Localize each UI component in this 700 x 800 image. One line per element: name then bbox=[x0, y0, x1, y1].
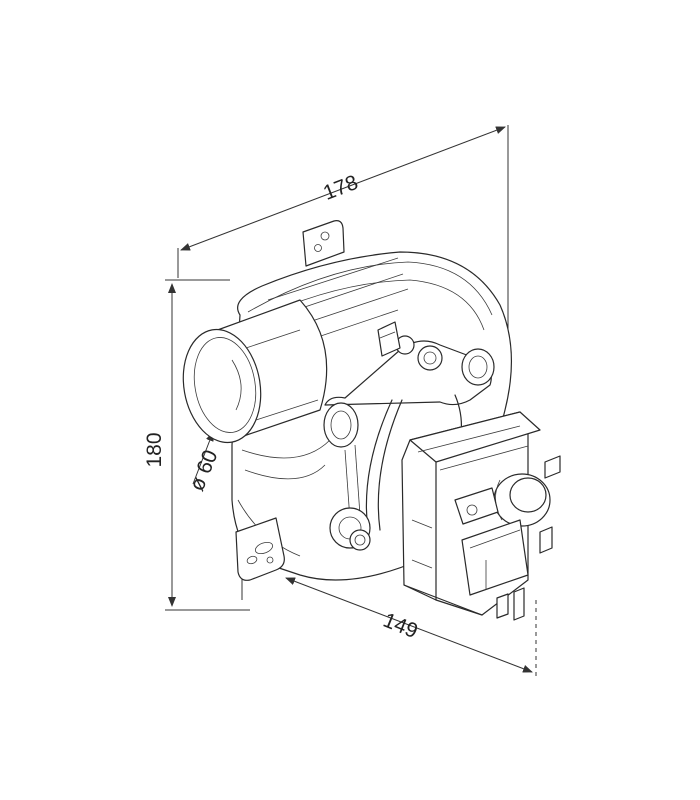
outlet-tube bbox=[182, 299, 328, 444]
extension-lines bbox=[165, 125, 537, 680]
motor-body bbox=[401, 411, 561, 621]
width-label: 178 bbox=[320, 171, 361, 205]
motor-bracket bbox=[323, 321, 495, 531]
depth-label: 149 bbox=[380, 609, 421, 643]
diameter-label: ø 60 bbox=[185, 447, 222, 495]
diameter-dimension bbox=[192, 431, 214, 485]
height-label: 180 bbox=[143, 432, 166, 467]
depth-dimension bbox=[285, 577, 533, 673]
lower-mounts bbox=[329, 507, 371, 551]
width-dimension bbox=[180, 126, 506, 251]
